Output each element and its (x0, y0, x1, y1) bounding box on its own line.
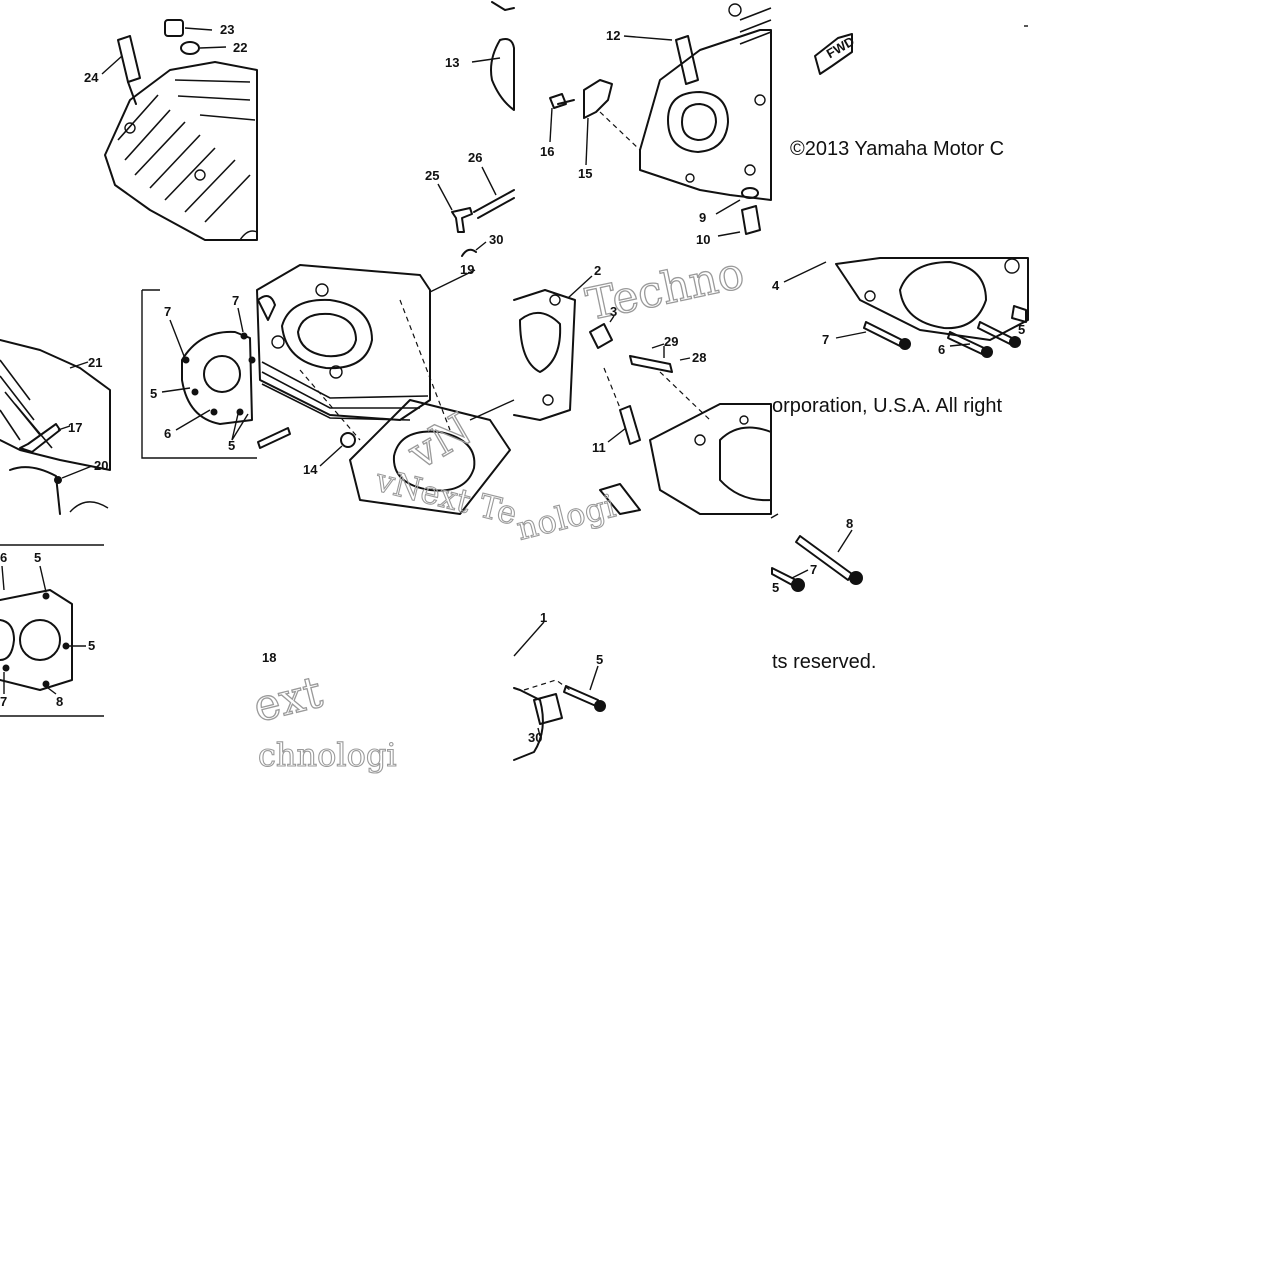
fwd-copyright-tile: FWD ©2013 Yamaha Motor C (790, 25, 1028, 160)
lower-parts-tile (513, 621, 606, 761)
copyright-line1: ©2013 Yamaha Motor C (790, 138, 1004, 160)
part-label: 8 (846, 516, 853, 531)
part-label: 7 (164, 304, 171, 319)
part-label: 25 (425, 168, 439, 183)
crankcase-right-lower-tile: orporation, U.S.A. All right (772, 257, 1029, 417)
part-label: 12 (606, 28, 620, 43)
part-label: 6 (164, 426, 171, 441)
part-label: 21 (88, 355, 102, 370)
part-label: 1 (540, 610, 547, 625)
cylinder-centre-tile (256, 264, 515, 515)
part-label: 30 (528, 730, 542, 745)
watermark-chnologi: chnologi (258, 736, 397, 774)
part-label: 5 (228, 438, 235, 453)
part-label: 26 (468, 150, 482, 165)
part-label: 28 (692, 350, 706, 365)
cylinder-head-tile (101, 19, 258, 241)
copyright-line3: ts reserved. (772, 651, 876, 673)
part-label: 5 (772, 580, 779, 595)
part-label: 10 (696, 232, 710, 247)
watermark-ext: ext (248, 667, 327, 733)
part-label: 5 (596, 652, 603, 667)
crankcase-right-tile (549, 3, 772, 237)
small-parts-tile (437, 1, 515, 257)
part-label: 4 (772, 278, 780, 293)
part-label: 7 (232, 293, 239, 308)
part-label: 22 (233, 40, 247, 55)
part-label: 24 (84, 70, 99, 85)
watermark-nologi: nologi (513, 487, 619, 548)
part-label: 7 (0, 694, 7, 709)
part-label: 8 (56, 694, 63, 709)
part-label: 29 (664, 334, 678, 349)
part-label: 5 (34, 550, 41, 565)
part-label: 19 (460, 262, 474, 277)
part-label: 14 (303, 462, 318, 477)
part-label: 5 (1018, 322, 1025, 337)
part-label: 13 (445, 55, 459, 70)
watermark: Techno vNext Te vN nologi ext chnologi (248, 247, 750, 775)
cover-inset-tile (141, 289, 291, 459)
part-number-callouts: 24 23 22 13 26 25 30 12 16 15 9 10 21 17… (0, 22, 1025, 745)
part-label: 15 (578, 166, 592, 181)
watermark-vnext-te: vNext Te (371, 461, 521, 533)
lower-bolts-tile: ts reserved. (770, 513, 876, 673)
part-label: 30 (489, 232, 503, 247)
part-label: 20 (94, 458, 108, 473)
cylinder-left-tile (0, 339, 111, 515)
part-label: 9 (699, 210, 706, 225)
part-label: 5 (150, 386, 157, 401)
part-label: 5 (88, 638, 95, 653)
part-label: 7 (822, 332, 829, 347)
copyright-line2: orporation, U.S.A. All right (772, 395, 1003, 417)
part-label: 23 (220, 22, 234, 37)
part-label: 7 (810, 562, 817, 577)
watermark-techno: Techno (582, 248, 749, 331)
part-label: 3 (610, 304, 617, 319)
part-label: 16 (540, 144, 554, 159)
part-label: 2 (594, 263, 601, 278)
cylinder-base-inset-tile (0, 544, 104, 717)
part-label: 11 (592, 440, 606, 455)
part-label: 6 (938, 342, 945, 357)
part-label: 6 (0, 550, 7, 565)
part-label: 18 (262, 650, 276, 665)
crankcase-centre-tile (513, 275, 772, 515)
part-label: 17 (68, 420, 82, 435)
